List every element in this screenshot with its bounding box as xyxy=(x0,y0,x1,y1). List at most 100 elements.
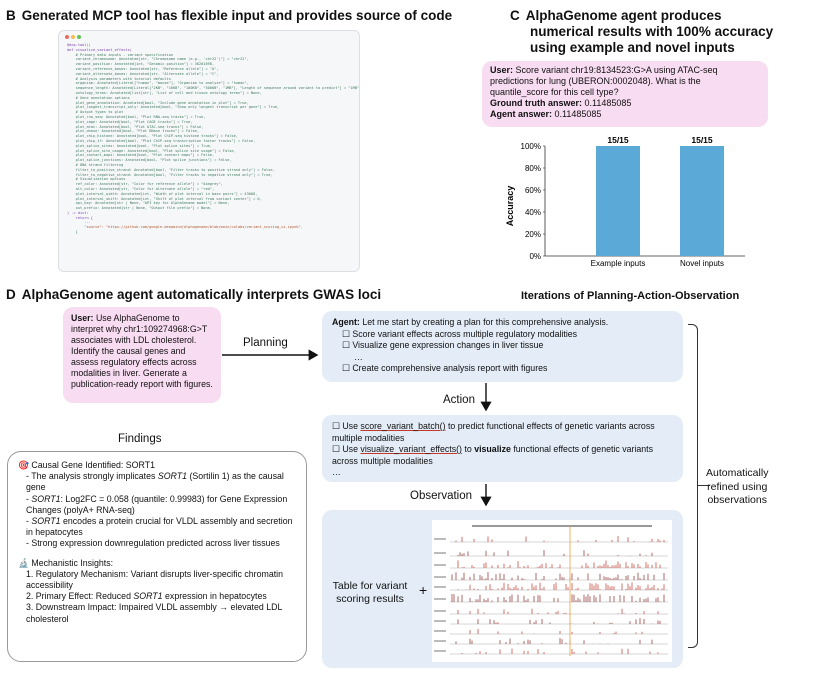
plan-box: Agent: Let me start by creating a plan f… xyxy=(322,311,683,382)
observation-box: Table for variant scoring results + xyxy=(322,510,683,668)
mech-2-post: expression in hepatocytes xyxy=(162,591,267,602)
code-line: return { xyxy=(67,215,93,220)
finding-bullet-3: - SORT1 encodes a protein crucial for VL… xyxy=(26,516,293,538)
table-label-line-2: scoring results xyxy=(336,593,404,605)
plan-item-2: ☐ Visualize gene expression changes in l… xyxy=(342,340,544,350)
qa-agent-label: Agent answer: xyxy=(490,109,553,119)
table-label-line-1: Table for variant xyxy=(332,580,408,592)
y-tick-label: 0% xyxy=(529,252,541,261)
track-label-placeholder xyxy=(434,650,446,652)
x-tick-label: Novel inputs xyxy=(680,259,724,268)
track-label-placeholder xyxy=(434,538,446,540)
track-label-placeholder xyxy=(434,640,446,642)
findings-title: Findings xyxy=(118,433,162,445)
auto-refined-line-2: refined using xyxy=(707,480,768,493)
gwas-user-box: User: Use AlphaGenome to interpret why c… xyxy=(63,307,221,403)
bar xyxy=(596,146,640,256)
code-line: "source": "https://github.com/google-dee… xyxy=(67,225,303,230)
iterations-title: Iterations of Planning-Action-Observatio… xyxy=(521,290,740,302)
finding-bullet-4: - Strong expression downregulation predi… xyxy=(26,538,280,549)
code-line: plot_dnase: Annotated[bool, "Plot DNase … xyxy=(67,129,199,134)
causal-heading: Causal Gene Identified: SORT1 xyxy=(31,460,155,470)
finding-1-post: (Sortilin 1) as the causal gene xyxy=(26,471,284,493)
action-item-1: ☐ Use score_variant_batch() to predict f… xyxy=(332,421,673,444)
code-line: ) -> dict: xyxy=(67,210,89,215)
finding-3-gene: SORT1 xyxy=(31,516,61,527)
action-item-1-text: to predict functional effects of genetic… xyxy=(332,421,655,443)
bar-data-label: 15/15 xyxy=(691,135,713,145)
track-label-placeholder xyxy=(434,598,446,600)
findings-box: 🎯 Causal Gene Identified: SORT1 - The an… xyxy=(7,451,307,662)
microscope-icon: 🔬 xyxy=(18,557,29,568)
maximize-dot-icon xyxy=(77,35,81,39)
finding-2-post: : Log2FC = 0.058 (quantile: 0.99983) for… xyxy=(26,493,288,515)
finding-1-gene: SORT1 xyxy=(157,471,188,482)
y-tick-label: 40% xyxy=(525,208,541,217)
chart-y-axis: 0%20%40%60%80%100% xyxy=(521,142,546,261)
bracket-tick xyxy=(698,485,710,487)
qa-user: User: Score variant chr19:8134523:G>A us… xyxy=(490,65,760,98)
qa-agent-value: 0.11485085 xyxy=(554,109,602,119)
action-label: Action xyxy=(443,394,475,406)
panel-c-title-line-1: AlphaGenome agent produces xyxy=(525,8,722,23)
qa-user-label: User: xyxy=(490,65,514,75)
code-line: # Output types to plot xyxy=(67,110,124,115)
code-line: plot_splice_junctions: Annotated[bool, "… xyxy=(67,158,232,163)
code-line: ... xyxy=(67,220,91,225)
panel-b-title-text: Generated MCP tool has flexible input an… xyxy=(21,8,453,23)
code-line: # DNA strand filtering xyxy=(67,162,124,167)
mech-item-2: 2. Primary Effect: Reduced SORT1 express… xyxy=(18,591,296,602)
code-line: plot_interval_shift: Annotated[int, "Shi… xyxy=(67,196,262,201)
plan-item-ellipsis: … xyxy=(354,351,363,362)
code-line: ontology_terms: Annotated[list[str], "Li… xyxy=(67,90,262,95)
action-item-1-checkbox: ☐ Use xyxy=(332,421,361,431)
code-line: plot_splice_sites: Annotated[bool, "Plot… xyxy=(67,143,212,148)
code-line: variant_alternate_bases: Annotated[str, … xyxy=(67,71,219,76)
code-line: out_prefix: Annotated[str | None, "Outpu… xyxy=(67,206,212,211)
action-item-2-mid: to xyxy=(461,444,475,454)
x-tick-label: Example inputs xyxy=(591,259,646,268)
code-line: variant_reference_bases: Annotated[str, … xyxy=(67,66,219,71)
plan-item-3: ☐ Create comprehensive analysis report w… xyxy=(342,363,548,373)
mech-heading: Mechanistic Insights: xyxy=(31,557,114,568)
code-line: api_key: Annotated[str | None, "API key … xyxy=(67,201,230,206)
code-line: ref_color: Annotated[str, "Color for ref… xyxy=(67,182,223,187)
y-tick-label: 20% xyxy=(525,230,541,239)
gwas-user-label: User: xyxy=(71,313,94,323)
qa-gt-value: 0.11485085 xyxy=(584,98,632,108)
chart-ylabel: Accuracy xyxy=(505,186,515,227)
window-dots xyxy=(65,35,81,39)
code-line: plot_longest_transcript_only: Annotated[… xyxy=(67,105,280,110)
mech-2-gene: SORT1 xyxy=(133,591,163,602)
minimize-dot-icon xyxy=(71,35,75,39)
y-tick-label: 60% xyxy=(525,186,541,195)
figure-background xyxy=(432,520,672,662)
auto-refined-line-1: Automatically xyxy=(706,467,769,479)
code-line: variant_position: Annotated[int, "Genomi… xyxy=(67,62,215,67)
auto-refined-line-3: observations xyxy=(707,494,767,506)
accuracy-chart: Accuracy 0%20%40%60%80%100% 15/15Example… xyxy=(505,135,745,268)
code-line: plot_cage: Annotated[bool, "Plot CAGE tr… xyxy=(67,119,193,124)
action-item-2-checkbox: ☐ Use xyxy=(332,444,361,454)
finding-bullet-1: - The analysis strongly implicates SORT1… xyxy=(18,471,296,493)
observation-label: Observation xyxy=(410,490,473,502)
code-line: plot_splice_site_usage: Annotated[bool, … xyxy=(67,148,236,153)
plan-item-1: ☐ Score variant effects across multiple … xyxy=(342,328,578,339)
track-label-placeholder xyxy=(434,630,446,632)
code-line: } xyxy=(67,230,78,235)
agent-plan-intro: Agent: Let me start by creating a plan f… xyxy=(332,317,673,329)
action-item-2: ☐ Use visualize_variant_effects() to vis… xyxy=(332,444,673,467)
track-label-placeholder xyxy=(434,610,446,612)
table-label: Table for variant scoring results xyxy=(330,580,410,606)
track-label-placeholder xyxy=(434,620,446,622)
agent-text: Let me start by creating a plan for this… xyxy=(362,317,609,327)
mech-heading-row: 🔬 Mechanistic Insights: xyxy=(18,558,296,569)
causal-heading-row: 🎯 Causal Gene Identified: SORT1 xyxy=(18,460,296,471)
code-lines: @mcp.tool()def visualize_variant_effects… xyxy=(67,43,359,235)
agent-label: Agent: xyxy=(332,317,360,327)
track-label-placeholder xyxy=(434,586,446,588)
target-icon: 🎯 xyxy=(18,460,29,470)
